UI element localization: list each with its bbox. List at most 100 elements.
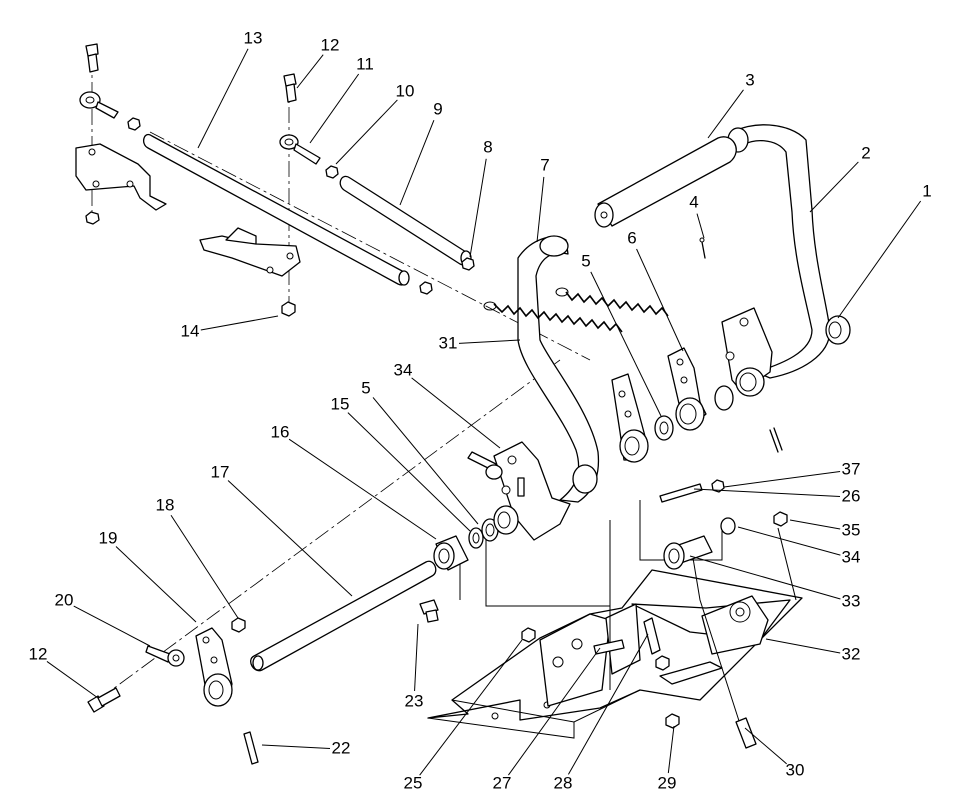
bolt-23 (419, 599, 439, 623)
callout-label-c32: 32 (842, 644, 861, 663)
bracket-6 (667, 347, 707, 431)
callout-label-c25: 25 (404, 773, 423, 792)
leader-line-c32 (765, 638, 841, 654)
nut-8 (461, 257, 475, 271)
rod-end-11 (279, 134, 321, 165)
rod-end-upper-left (79, 91, 119, 119)
leader-line-c12b (46, 661, 99, 699)
callout-label-c29: 29 (658, 773, 677, 792)
collar-16 (433, 535, 469, 571)
nut-14 (281, 301, 296, 317)
leader-line-c26 (693, 488, 841, 497)
callout-label-c35: 35 (842, 520, 861, 539)
leader-line-c22 (261, 744, 331, 749)
callout-label-c26: 26 (842, 486, 861, 505)
callout-label-c12a: 12 (321, 35, 340, 54)
pin-26 (659, 483, 703, 503)
callout-label-c11: 11 (356, 54, 374, 73)
leader-line-c13 (197, 48, 249, 149)
callout-label-c28: 28 (554, 773, 573, 792)
leader-line-c6 (636, 248, 684, 352)
leader-line-c1 (837, 200, 922, 319)
rod-end-20 (145, 645, 185, 667)
pin-4 (699, 237, 706, 259)
rod-13 (142, 133, 410, 286)
callout-label-c5a: 5 (581, 251, 590, 270)
leader-line-c3 (707, 89, 744, 139)
shaft-17 (250, 560, 437, 672)
leader-line-c23 (414, 623, 419, 692)
callout-label-c9: 9 (433, 99, 442, 118)
callout-label-c27: 27 (493, 773, 512, 792)
leader-line-c28 (567, 633, 649, 775)
callout-label-c22: 22 (332, 738, 351, 757)
bracket-plate-upper-left (75, 143, 167, 211)
leader-line-c4 (696, 213, 705, 239)
bushing-33 (663, 535, 713, 570)
callout-label-c14: 14 (181, 321, 200, 340)
nut-29 (665, 713, 680, 729)
leader-line-c33 (689, 555, 841, 600)
leader-line-c14 (200, 315, 279, 331)
callout-label-c15: 15 (331, 394, 350, 413)
nut-upper-left (127, 117, 141, 131)
callout-label-c30: 30 (786, 760, 805, 779)
callout-label-c16: 16 (271, 422, 290, 441)
spring-31b (555, 287, 669, 317)
leader-line-c10 (335, 99, 398, 165)
handle-3 (594, 136, 737, 228)
leader-line-c25 (419, 639, 523, 776)
callout-label-c34a: 34 (394, 360, 413, 379)
leader-line-c16 (288, 438, 437, 540)
callout-label-c20: 20 (55, 590, 74, 609)
callout-label-c13: 13 (244, 28, 263, 47)
leader-line-c8 (469, 158, 487, 258)
bolt-34-upper (467, 451, 503, 480)
nut-rod-end (419, 281, 433, 295)
spacer-34 (720, 517, 736, 535)
bolt-27 (593, 639, 625, 655)
callout-label-c1: 1 (922, 181, 931, 200)
bracket-plate-mid (199, 227, 301, 277)
leader-line-c12a (296, 54, 324, 89)
bolt-28 (643, 617, 670, 671)
callout-label-c34b: 34 (842, 547, 861, 566)
base-brackets (539, 595, 769, 707)
leader-line-c35 (789, 519, 841, 530)
leader-line-c27 (508, 647, 601, 776)
leader-line-c2 (809, 161, 859, 213)
bolt-30 (735, 717, 757, 749)
callout-label-c37: 37 (842, 459, 861, 478)
washer-5-upper (654, 415, 674, 441)
nut-upper-left-bottom (85, 211, 100, 225)
leader-line-c17 (227, 480, 353, 597)
nut-10 (325, 165, 339, 179)
callout-label-c18: 18 (156, 495, 175, 514)
pedal-bracket-right (721, 307, 783, 453)
leader-line-c18 (170, 514, 239, 619)
leader-line-c31 (458, 339, 521, 344)
callout-label-c2: 2 (861, 143, 870, 162)
bolt-upper-left (85, 43, 99, 73)
bolt-12-lower (87, 687, 121, 713)
callout-label-c12b: 12 (29, 644, 48, 663)
leader-line-c7 (536, 176, 545, 243)
leader-line-c9 (399, 120, 435, 206)
callout-label-c10: 10 (396, 81, 415, 100)
bolt-12-upper (283, 73, 297, 103)
bushing-lower (493, 505, 519, 535)
nut-18 (231, 617, 246, 633)
arm-bracket-mid (611, 373, 649, 463)
callout-label-c17: 17 (211, 462, 230, 481)
leader-line-c11 (309, 73, 360, 144)
leader-line-c37 (723, 470, 841, 488)
pin-22 (243, 731, 259, 765)
callout-label-c3: 3 (745, 70, 754, 89)
leader-line-c5b (372, 397, 479, 525)
centerline-lower (97, 359, 561, 701)
leader-line-c5a (590, 271, 662, 417)
callout-label-c33: 33 (842, 591, 861, 610)
callout-label-c6: 6 (627, 228, 636, 247)
callout-label-c4: 4 (689, 192, 698, 211)
washer-15 (468, 527, 484, 549)
